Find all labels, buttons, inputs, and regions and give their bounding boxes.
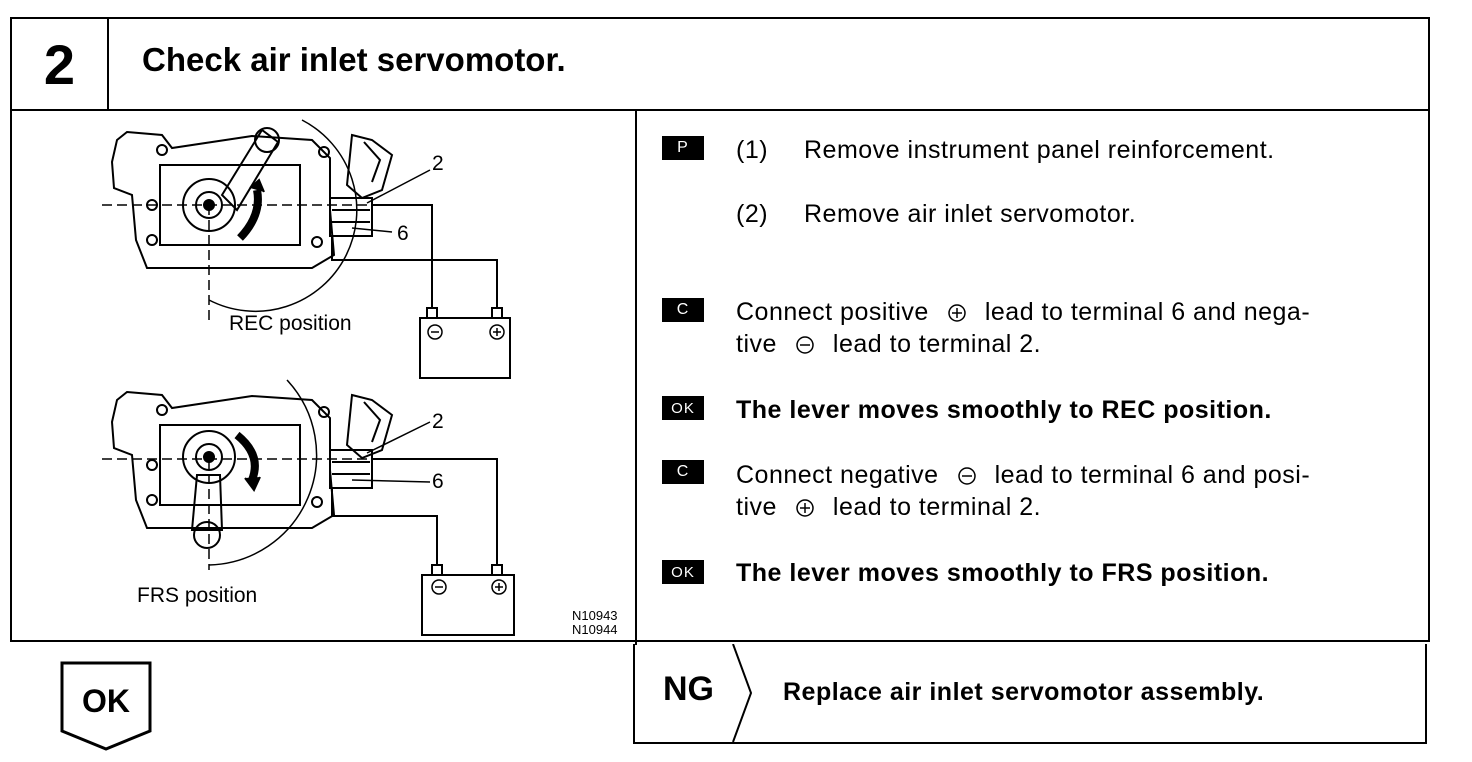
step-c1-text-b: lead to terminal 6 and nega-	[984, 298, 1311, 326]
negative-symbol-icon	[796, 336, 814, 355]
ng-box: NG Replace air inlet servomotor assembly…	[633, 644, 1427, 744]
ok-badge-label: OK	[82, 683, 130, 719]
ok-flow-badge: OK	[60, 661, 152, 751]
tag-c-1: C	[662, 298, 704, 322]
main-section: 2 6 REC position 2 6 FRS position N10943…	[10, 110, 1430, 645]
figure-code: N10943 N10944	[572, 609, 618, 637]
step-c2: Connect negative lead to terminal 6 and p…	[736, 459, 1310, 523]
step-header: 2 Check air inlet servomotor.	[10, 17, 1430, 111]
step-p2-text: Remove air inlet servomotor.	[804, 200, 1137, 228]
step-p2-number: (2)	[736, 200, 769, 228]
positive-symbol-icon	[796, 499, 814, 518]
bottom-terminal-6-label: 6	[432, 470, 444, 493]
procedure-steps: P (1) Remove instrument panel reinforceme…	[648, 110, 1428, 640]
step-p1: (1) Remove instrument panel reinforcement…	[736, 134, 1275, 166]
step-c1-text-c: tive	[736, 330, 777, 358]
step-c2-text-b: lead to terminal 6 and posi-	[994, 461, 1311, 489]
ok-badge-shape	[60, 661, 152, 751]
tag-ok-1: OK	[662, 396, 704, 420]
servomotor-frs-drawing	[102, 379, 515, 636]
rec-position-caption: REC position	[229, 312, 352, 335]
negative-symbol-icon	[957, 467, 976, 486]
step-c2-text-a: Connect negative	[736, 461, 939, 489]
servomotor-rec-drawing	[102, 119, 511, 379]
servomotor-diagram	[102, 119, 515, 636]
tag-ok-2: OK	[662, 560, 704, 584]
tag-p: P	[662, 136, 704, 160]
step-c1-text-d: lead to terminal 2.	[832, 330, 1042, 358]
step-c2-text-d: lead to terminal 2.	[832, 493, 1042, 521]
servomotor-figure: 2 6 REC position 2 6 FRS position N10943…	[12, 110, 635, 640]
bottom-terminal-2-label: 2	[432, 410, 444, 433]
figure-code-1: N10943	[572, 608, 618, 623]
step-c1-text-a: Connect positive	[736, 298, 929, 326]
positive-symbol-icon	[948, 304, 966, 323]
step-c1: Connect positive lead to terminal 6 and n…	[736, 296, 1310, 360]
step-number: 2	[12, 19, 109, 109]
step-p1-text: Remove instrument panel reinforcement.	[804, 136, 1275, 164]
ng-chevron-shape	[732, 644, 753, 743]
step-ok1-text: The lever moves smoothly to REC position…	[736, 396, 1272, 424]
frs-position-caption: FRS position	[137, 584, 258, 607]
step-p2: (2) Remove air inlet servomotor.	[736, 198, 1136, 230]
column-divider	[635, 110, 637, 645]
step-p1-number: (1)	[736, 136, 769, 164]
top-terminal-2-label: 2	[432, 152, 444, 175]
ng-label: NG	[663, 670, 714, 708]
tag-c-2: C	[662, 460, 704, 484]
step-title: Check air inlet servomotor.	[142, 41, 566, 78]
ng-action-text: Replace air inlet servomotor assembly.	[783, 678, 1265, 706]
step-c2-text-c: tive	[736, 493, 777, 521]
top-terminal-6-label: 6	[397, 222, 409, 245]
figure-code-2: N10944	[572, 622, 618, 637]
step-ok2-text: The lever moves smoothly to FRS position…	[736, 559, 1270, 587]
